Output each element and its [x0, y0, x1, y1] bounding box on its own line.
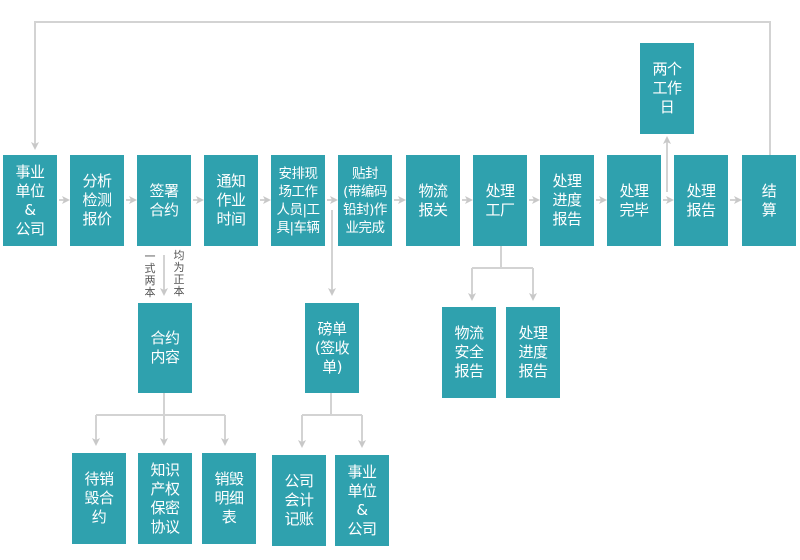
step-label: 通知 作业 时间 — [216, 172, 246, 228]
weigh-slip-box: 磅单 (签收 单) — [305, 303, 359, 393]
box-label: 处理 进度 报告 — [518, 324, 548, 380]
step-label: 贴封 (带编码 铅封)作 业完成 — [343, 165, 387, 236]
weigh-slip-label: 磅单 (签收 单) — [314, 319, 350, 376]
loop-back-line — [31, 21, 771, 155]
box-label: 公司 会计 记账 — [284, 472, 314, 528]
step-label: 处理 完毕 — [619, 181, 649, 219]
two-workdays-label: 两个 工作 日 — [652, 60, 682, 116]
note-two-copies: 一 式 两 本 — [144, 250, 156, 299]
box-label: 物流 安全 报告 — [454, 324, 484, 380]
step-analysis-quote: 分析 检测 报价 — [70, 155, 124, 246]
logistics-safety-report-box: 物流 安全 报告 — [442, 307, 496, 398]
step-label: 签署 合约 — [149, 181, 179, 219]
destruction-list-box: 销毁 明细 表 — [202, 453, 256, 544]
box-label: 销毁 明细 表 — [214, 470, 244, 526]
step-processing-done: 处理 完毕 — [607, 155, 661, 246]
client-company-box: 事业 单位 & 公司 — [335, 455, 389, 546]
step-settlement: 结 算 — [742, 155, 796, 246]
factory-progress-report-box: 处理 进度 报告 — [506, 307, 560, 398]
step-label: 处理 报告 — [686, 181, 716, 219]
step-label: 物流 报关 — [418, 181, 448, 219]
contract-content-box: 合约 内容 — [138, 303, 192, 393]
step-seal-complete: 贴封 (带编码 铅封)作 业完成 — [338, 155, 392, 246]
box-label: 事业 单位 & 公司 — [347, 462, 377, 538]
step-sign-contract: 签署 合约 — [137, 155, 191, 246]
step-logistics-customs: 物流 报关 — [406, 155, 460, 246]
company-accounting-box: 公司 会计 记账 — [272, 455, 326, 546]
contract-content-label: 合约 内容 — [150, 329, 180, 366]
note-both-originals: 均 为 正 本 — [173, 249, 185, 298]
step-label: 处理 工厂 — [485, 181, 515, 219]
box-label: 待销 毁合 约 — [84, 470, 114, 526]
two-workdays-box: 两个 工作 日 — [640, 43, 694, 134]
step-client: 事业 单位 & 公司 — [3, 155, 57, 246]
step-label: 安排现 场工作 人员|工 具|车辆 — [276, 165, 320, 236]
step-label: 结 算 — [761, 181, 777, 219]
step-arrange-staff: 安排现 场工作 人员|工 具|车辆 — [271, 155, 325, 246]
contract-to-destroy-box: 待销 毁合 约 — [72, 453, 126, 544]
step-label: 事业 单位 & 公司 — [15, 162, 45, 238]
step-progress-report: 处理 进度 报告 — [540, 155, 594, 246]
step-label: 处理 进度 报告 — [552, 172, 582, 228]
step-label: 分析 检测 报价 — [82, 172, 112, 228]
ip-confidentiality-box: 知识 产权 保密 协议 — [138, 453, 192, 544]
box-label: 知识 产权 保密 协议 — [150, 460, 180, 536]
step-processing-factory: 处理 工厂 — [473, 155, 527, 246]
step-notify-time: 通知 作业 时间 — [204, 155, 258, 246]
step-processing-report: 处理 报告 — [674, 155, 728, 246]
